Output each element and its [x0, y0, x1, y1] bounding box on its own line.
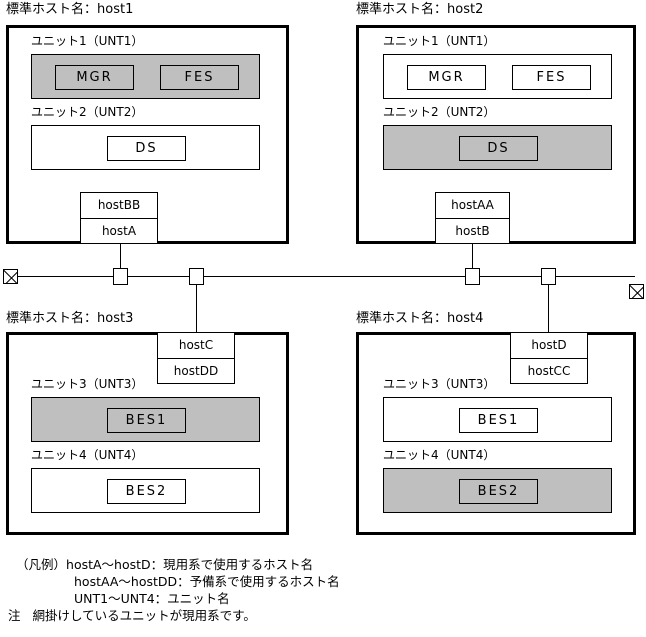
hostname-box-host2: hostAA hostB [435, 192, 510, 244]
bus-terminator-left [3, 269, 18, 284]
hostname-box-host4: hostD hostCC [510, 332, 588, 384]
host-frame-host4: ユニット3（UNT3） BES1 ユニット4（UNT4） BES2 [356, 332, 636, 535]
host-frame-host1: ユニット1（UNT1） MGR FES ユニット2（UNT2） DS [6, 25, 289, 244]
hostname-active-host4: hostD [511, 333, 587, 359]
bus-connector-host2[interactable] [465, 268, 480, 285]
drop-line-host3 [196, 285, 197, 333]
hostname-standby-host2: hostAA [436, 193, 509, 219]
bus-connector-host1[interactable] [113, 268, 128, 285]
process-box-mgr-host2: MGR [407, 65, 486, 90]
network-bus-line [11, 276, 635, 277]
note-text: 網掛けしているユニットが現用系です。 [32, 608, 256, 623]
unit-band-host3-unt3: BES1 [31, 397, 260, 442]
hostname-standby-host1: hostBB [81, 193, 157, 219]
unit-label-host4-unt3: ユニット3（UNT3） [383, 377, 496, 391]
unit-label-host1-unt1: ユニット1（UNT1） [31, 34, 144, 48]
process-box-bes2-host4: BES2 [459, 479, 538, 504]
process-box-bes1-host4: BES1 [459, 408, 538, 433]
unit-band-host4-unt3: BES1 [383, 397, 612, 442]
unit-label-host3-unt3: ユニット3（UNT3） [31, 377, 144, 391]
unit-label-host4-unt4: ユニット4（UNT4） [383, 448, 496, 462]
host-caption-host3: 標準ホスト名：host3 [6, 311, 134, 326]
legend-row-2: hostAA〜hostDD：予備系で使用するホスト名 [74, 574, 340, 589]
process-box-ds-host1: DS [107, 136, 186, 161]
bus-connector-host3[interactable] [189, 268, 204, 285]
unit-label-host3-unt4: ユニット4（UNT4） [31, 448, 144, 462]
hostname-active-host3: hostC [158, 333, 234, 359]
unit-band-host1-unt2: DS [31, 125, 260, 170]
hostname-box-host3: hostC hostDD [157, 332, 235, 384]
legend-marker: （凡例） [16, 557, 67, 572]
process-box-mgr-host1: MGR [55, 65, 134, 90]
unit-band-host2-unt1: MGR FES [383, 54, 612, 99]
process-box-bes2-host3: BES2 [107, 479, 186, 504]
process-box-fes-host2: FES [512, 65, 591, 90]
host-frame-host3: ユニット3（UNT3） BES1 ユニット4（UNT4） BES2 [6, 332, 289, 535]
legend-row-1: （凡例） hostA〜hostD：現用系で使用するホスト名 [16, 556, 340, 573]
unit-band-host1-unt1: MGR FES [31, 54, 260, 99]
hostname-standby-host4: hostCC [511, 358, 587, 383]
unit-band-host2-unt2: DS [383, 125, 612, 170]
drop-line-host4 [548, 285, 549, 333]
process-box-ds-host2: DS [459, 136, 538, 161]
host-caption-host1: 標準ホスト名：host1 [6, 2, 134, 17]
unit-label-host2-unt2: ユニット2（UNT2） [383, 105, 496, 119]
unit-band-host4-unt4: BES2 [383, 468, 612, 513]
unit-band-host3-unt4: BES2 [31, 468, 260, 513]
unit-label-host2-unt1: ユニット1（UNT1） [383, 34, 496, 48]
unit-label-host1-unt2: ユニット2（UNT2） [31, 105, 144, 119]
drop-line-host1 [120, 244, 121, 276]
drop-line-host2 [472, 244, 473, 276]
hostname-active-host1: hostA [81, 218, 157, 243]
host-caption-host2: 標準ホスト名：host2 [356, 2, 484, 17]
hostname-box-host1: hostBB hostA [80, 192, 158, 244]
legend-text-1: hostA〜hostD：現用系で使用するホスト名 [66, 557, 314, 572]
bus-connector-host4[interactable] [541, 268, 556, 285]
legend-row-3: UNT1〜UNT4：ユニット名 [74, 591, 230, 606]
process-box-bes1-host3: BES1 [107, 408, 186, 433]
note-block: 注 網掛けしているユニットが現用系です。 [8, 607, 256, 624]
note-marker: 注 [8, 608, 21, 623]
hostname-standby-host3: hostDD [158, 358, 234, 383]
host-caption-host4: 標準ホスト名：host4 [356, 311, 484, 326]
process-box-fes-host1: FES [160, 65, 239, 90]
bus-terminator-right [629, 284, 644, 299]
legend-block: （凡例） hostA〜hostD：現用系で使用するホスト名 hostAA〜hos… [16, 556, 340, 607]
hostname-active-host2: hostB [436, 218, 509, 243]
